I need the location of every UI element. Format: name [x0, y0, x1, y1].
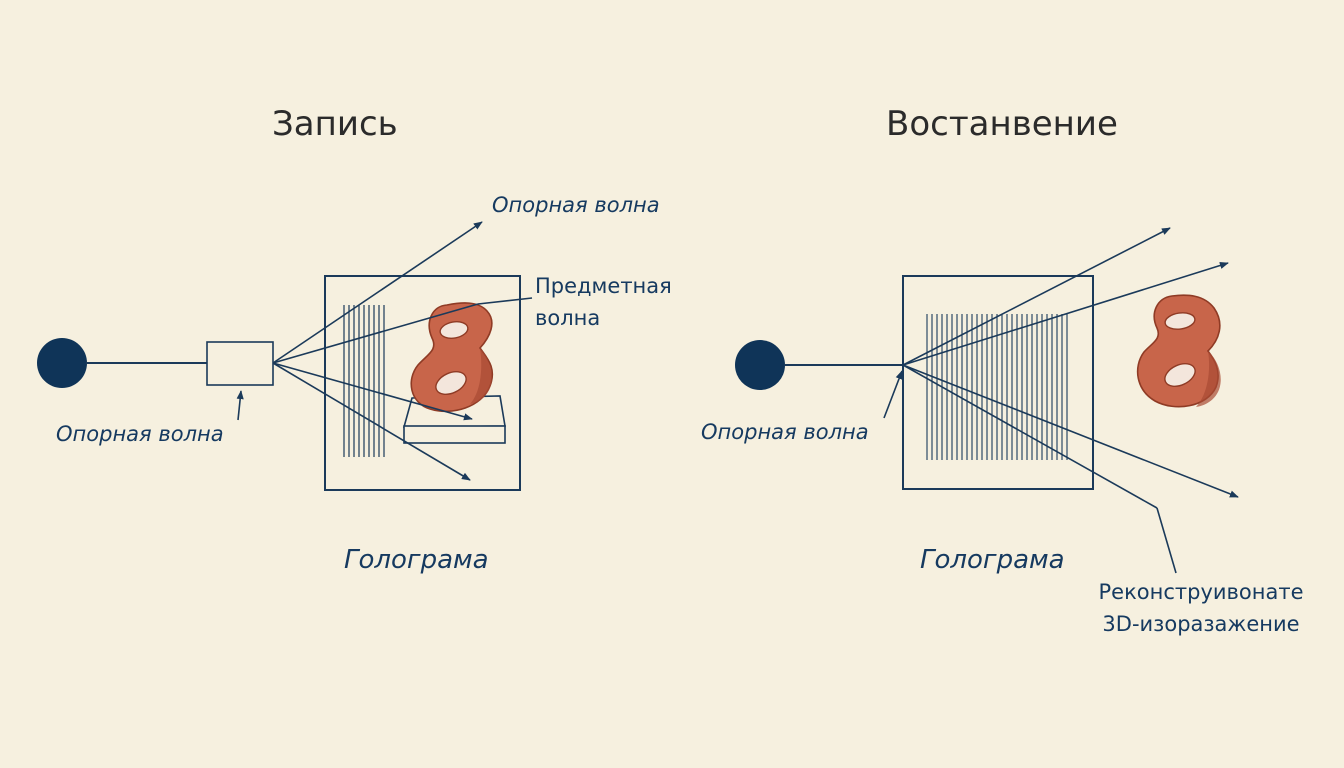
- reconstruction-fringes: [926, 314, 1068, 460]
- reconstruction-reference-pointer-arrow: [883, 370, 903, 419]
- reconstructed-image-label: Реконструивонате 3D-изоразажение: [1086, 576, 1316, 640]
- reconstruction-title: Востанвение: [886, 104, 1118, 144]
- recording-hologram-plate: [324, 275, 521, 491]
- recording-title: Запись: [272, 104, 398, 144]
- reference-wave-ray: [272, 221, 483, 364]
- reconstruction-hologram-label: Голограма: [920, 545, 1065, 575]
- reference-wave-label-bottom: Опорная волна: [56, 422, 224, 446]
- reconstructed-image-leader: [902, 364, 1158, 509]
- object-wave-label-line-1: Предметная: [535, 274, 672, 298]
- recording-object-figure-eight-icon: [410, 302, 494, 413]
- recording-panel: [37, 221, 533, 491]
- reference-wave-label-top: Опорная волна: [492, 193, 660, 217]
- reconstruction-rays: [902, 227, 1239, 574]
- beam-splitter-box-icon: [206, 341, 274, 386]
- reconstructed-image-label-line-2: 3D-изоразажение: [1102, 612, 1300, 636]
- object-wave-label: Предметная волна: [535, 270, 672, 334]
- recording-light-source-icon: [37, 338, 87, 388]
- recording-fringes: [343, 305, 385, 457]
- object-wave-label-line-2: волна: [535, 306, 601, 330]
- reference-wave-pointer-arrow: [236, 390, 244, 421]
- reconstruction-light-source-icon: [735, 340, 785, 390]
- object-wave-ray: [272, 303, 479, 364]
- recording-hologram-label: Голограма: [344, 545, 489, 575]
- reconstructed-object-figure-eight-icon: [1136, 294, 1221, 408]
- recording-rays: [272, 221, 533, 481]
- reconstruction-reference-wave-label: Опорная волна: [701, 420, 869, 444]
- reconstructed-image-label-line-1: Реконструивонате: [1098, 580, 1304, 604]
- reconstruction-hologram-plate: [902, 275, 1094, 490]
- reconstruction-panel: [735, 227, 1239, 574]
